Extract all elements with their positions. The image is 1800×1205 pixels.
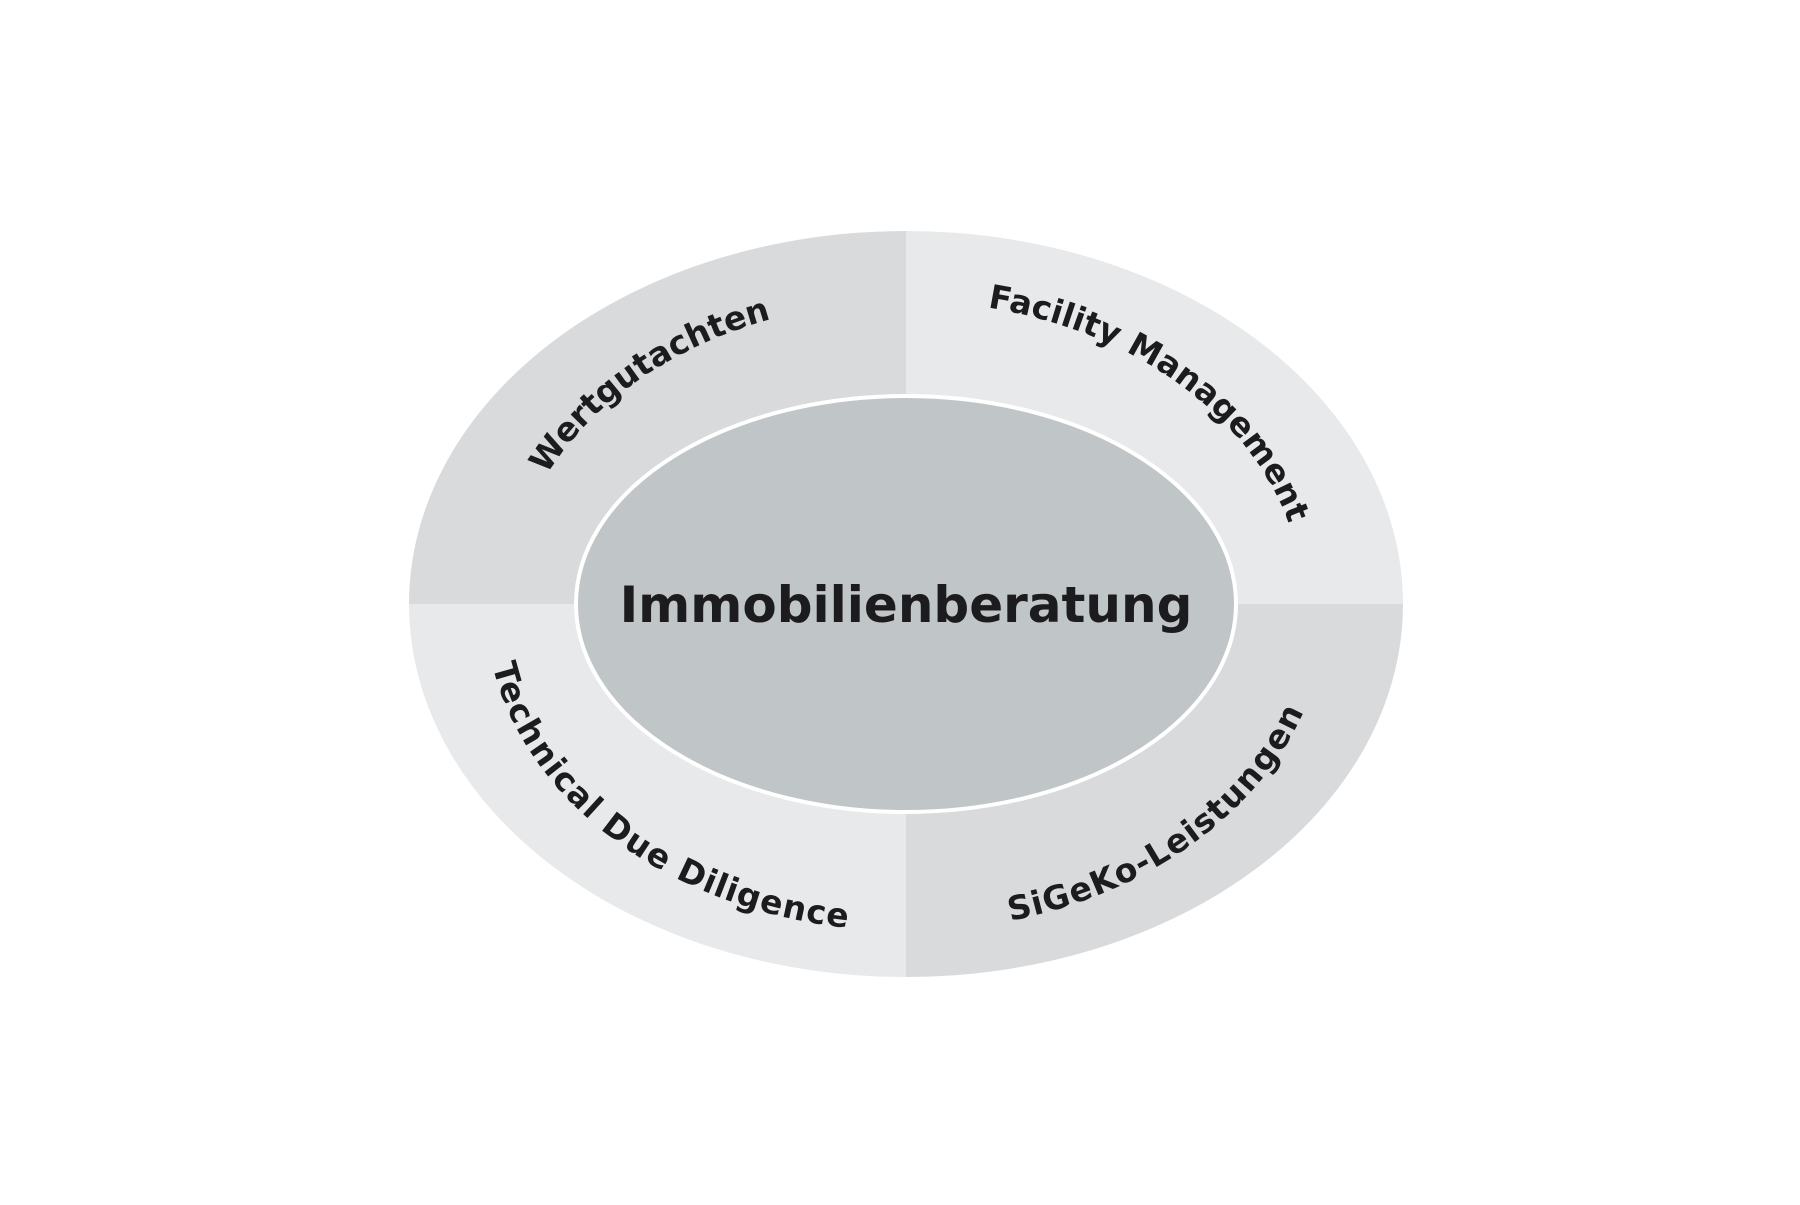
center-ellipse [574, 394, 1238, 814]
center-label: Immobilienberatung [620, 576, 1193, 634]
